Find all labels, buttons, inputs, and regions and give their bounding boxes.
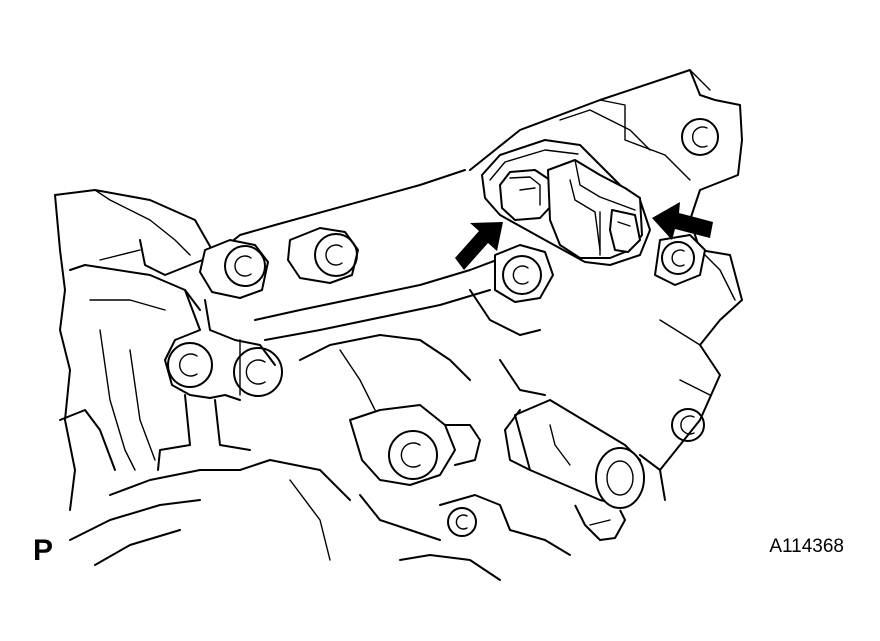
arrow-icon [652, 202, 713, 240]
central-casting [299, 289, 546, 486]
lower-housing [69, 454, 666, 581]
pointer-arrow-left [455, 222, 503, 270]
arrow-icon [455, 222, 503, 270]
boss-middle [287, 227, 359, 284]
left-manifold [54, 169, 511, 511]
sensor-assembly [481, 139, 651, 266]
view-label: P [33, 534, 54, 567]
outlet-tube [504, 399, 645, 541]
pointer-arrow-right [652, 202, 713, 240]
right-bosses [494, 234, 706, 303]
figure-code: A114368 [769, 536, 844, 557]
boss-upper-left [199, 239, 269, 299]
left-bracket [157, 289, 283, 471]
upper-housing [469, 69, 743, 471]
